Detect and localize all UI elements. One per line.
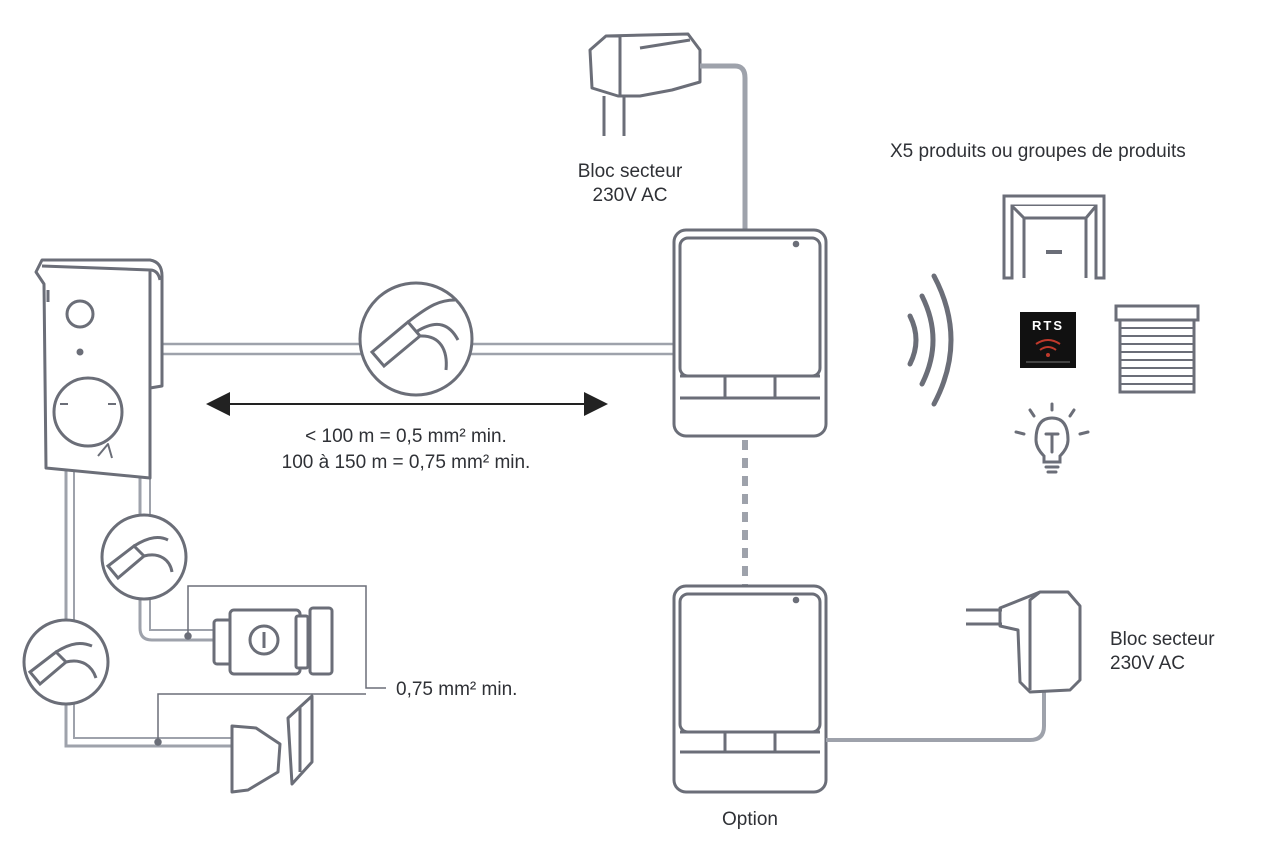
power-cable-top	[700, 63, 748, 232]
power-supply-top-line1: Bloc secteur	[577, 161, 683, 182]
gate-motor-icon	[230, 694, 314, 794]
option-label: Option	[722, 809, 778, 830]
garage-door-icon	[1002, 194, 1106, 280]
light-bulb-icon	[1014, 402, 1090, 474]
products-title: X5 produits ou groupes de produits	[890, 141, 1186, 162]
power-supply-right-label: Bloc secteur 230V AC	[1110, 628, 1215, 676]
wire-gauge-label: 0,75 mm² min.	[396, 679, 518, 700]
power-cable-bottom	[826, 690, 1046, 742]
doorbell-wiring	[64, 466, 232, 748]
door-lock-icon	[212, 606, 334, 676]
cable-cross-section-icon	[100, 513, 188, 601]
distance-line2: 100 à 150 m = 0,75 mm² min.	[281, 452, 531, 473]
doorbell-panel-icon	[34, 258, 164, 480]
rolling-shutter-icon	[1114, 304, 1200, 394]
receiver-box-icon	[672, 228, 828, 438]
power-supply-right-line1: Bloc secteur	[1110, 629, 1215, 650]
power-supply-top-label: Bloc secteur 230V AC	[560, 160, 700, 208]
radio-waves-icon	[907, 273, 954, 407]
cable-cross-section-icon	[358, 281, 474, 397]
distance-label: < 100 m = 0,5 mm² min. 100 à 150 m = 0,7…	[236, 424, 576, 476]
power-adapter-right-icon	[966, 590, 1082, 694]
rts-logo-icon: RTS	[1020, 312, 1076, 368]
rts-logo-text: RTS	[1032, 318, 1064, 333]
distance-line1: < 100 m = 0,5 mm² min.	[305, 426, 507, 447]
power-supply-top-line2: 230V AC	[592, 185, 668, 206]
cable-cross-section-icon	[22, 618, 110, 706]
power-adapter-icon	[588, 32, 702, 136]
thin-wires	[154, 585, 386, 746]
receiver-box-option-icon	[672, 584, 828, 794]
power-supply-right-line2: 230V AC	[1110, 653, 1185, 674]
